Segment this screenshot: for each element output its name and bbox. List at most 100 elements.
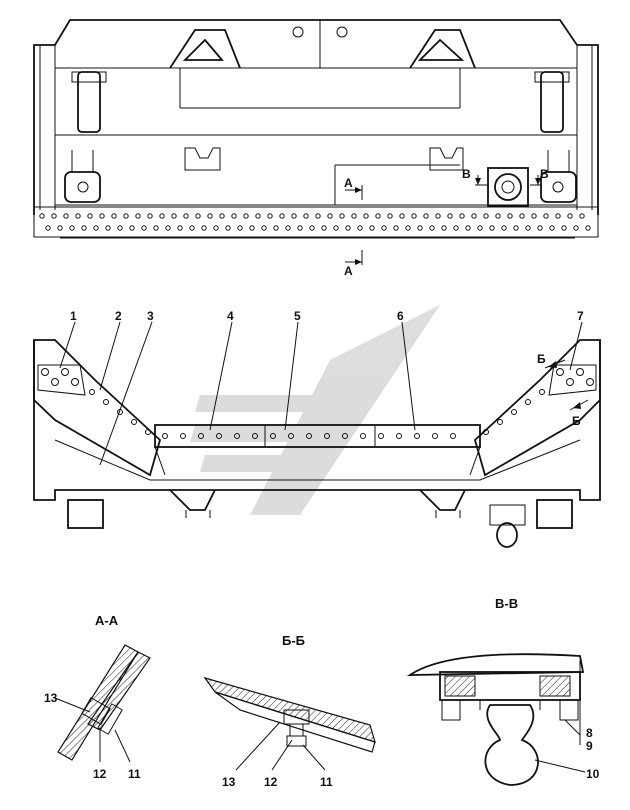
- bolt-hole: [381, 225, 387, 231]
- bolt-hole: [327, 213, 333, 219]
- top-view: А А В В: [33, 19, 599, 278]
- bolt-hole: [573, 225, 579, 231]
- bolt-hole: [63, 213, 69, 219]
- bolt-hole: [549, 225, 555, 231]
- bolt-hole: [411, 213, 417, 219]
- bolt-hole: [459, 213, 465, 219]
- part-label-6: 6: [397, 309, 404, 323]
- bolt-hole: [477, 225, 483, 231]
- section-b-label-upper: Б: [537, 352, 546, 366]
- bolt-hole: [279, 213, 285, 219]
- part-label-1: 1: [70, 309, 77, 323]
- bolt-hole: [159, 213, 165, 219]
- bolt-hole: [360, 433, 366, 439]
- part-label-4: 4: [227, 309, 234, 323]
- bolt-hole: [103, 399, 109, 405]
- bolt-hole: [489, 225, 495, 231]
- bolt-hole: [324, 433, 330, 439]
- section-aa: А-А 13 12 11: [44, 613, 151, 781]
- bolt-hole: [537, 225, 543, 231]
- part-label-2: 2: [115, 309, 122, 323]
- bolt-hole: [111, 213, 117, 219]
- bolt-hole: [57, 225, 63, 231]
- bolt-hole: [511, 409, 517, 415]
- bolt-hole: [447, 213, 453, 219]
- bolt-hole: [393, 225, 399, 231]
- bolt-hole: [135, 213, 141, 219]
- bolt-hole: [87, 213, 93, 219]
- bolt-hole: [234, 433, 240, 439]
- bolt-hole: [297, 225, 303, 231]
- bolt-hole: [61, 368, 69, 376]
- bolt-hole: [201, 225, 207, 231]
- bolt-hole: [39, 213, 45, 219]
- bolt-hole: [141, 225, 147, 231]
- bolt-hole: [129, 225, 135, 231]
- bolt-hole: [556, 368, 564, 376]
- section-bb: Б-Б 13 12 11: [203, 633, 376, 789]
- bolt-hole: [306, 433, 312, 439]
- bolt-hole: [432, 433, 438, 439]
- bolt-hole: [252, 433, 258, 439]
- bolt-hole: [41, 368, 49, 376]
- bolt-hole: [414, 433, 420, 439]
- bolt-hole: [243, 213, 249, 219]
- bolt-hole: [249, 225, 255, 231]
- section-vv-label-9: 9: [586, 739, 593, 753]
- bolt-hole: [81, 225, 87, 231]
- bolt-hole: [525, 225, 531, 231]
- bolt-hole: [342, 433, 348, 439]
- bolt-hole: [417, 225, 423, 231]
- section-vv-label-10: 10: [586, 767, 600, 781]
- bolt-hole: [261, 225, 267, 231]
- bolt-hole: [267, 213, 273, 219]
- bolt-hole: [378, 433, 384, 439]
- bolt-hole: [219, 213, 225, 219]
- front-view: 1 2 3 4 5 6 7 Б Б: [33, 309, 601, 548]
- bolt-hole: [213, 225, 219, 231]
- front-bolts: [41, 368, 594, 439]
- watermark-logo: [190, 305, 440, 515]
- bolt-hole: [237, 225, 243, 231]
- section-b-label-lower: Б: [572, 414, 581, 428]
- bolt-hole: [198, 433, 204, 439]
- bolt-hole: [303, 213, 309, 219]
- bolt-hole: [357, 225, 363, 231]
- part-label-3: 3: [147, 309, 154, 323]
- bolt-hole: [539, 389, 545, 395]
- bolt-hole: [51, 378, 59, 386]
- bolt-hole: [255, 213, 261, 219]
- bolt-hole: [345, 225, 351, 231]
- bolt-hole: [285, 225, 291, 231]
- bolt-hole: [207, 213, 213, 219]
- bolt-hole: [465, 225, 471, 231]
- section-aa-label-11: 11: [128, 767, 141, 781]
- bolt-hole: [291, 213, 297, 219]
- bolt-hole: [288, 433, 294, 439]
- bolt-hole: [519, 213, 525, 219]
- bolt-hole: [162, 433, 168, 439]
- section-bb-label-13: 13: [222, 775, 236, 789]
- bolt-hole: [145, 429, 151, 435]
- bolt-hole: [189, 225, 195, 231]
- bolt-hole: [333, 225, 339, 231]
- section-bb-title: Б-Б: [282, 633, 305, 648]
- bolt-hole: [369, 225, 375, 231]
- bolt-hole: [531, 213, 537, 219]
- section-v-label-right: В: [540, 167, 549, 181]
- bolt-hole: [566, 378, 574, 386]
- edge-bolts: [39, 213, 591, 231]
- bolt-hole: [309, 225, 315, 231]
- bolt-hole: [507, 213, 513, 219]
- section-a-label-top: А: [344, 176, 353, 190]
- section-vv-label-8: 8: [586, 726, 593, 740]
- bolt-hole: [75, 213, 81, 219]
- bolt-hole: [123, 213, 129, 219]
- section-aa-title: А-А: [95, 613, 119, 628]
- part-label-5: 5: [294, 309, 301, 323]
- section-vv: В-В 8 9 10: [406, 596, 600, 786]
- bolt-hole: [93, 225, 99, 231]
- bolt-hole: [387, 213, 393, 219]
- bolt-hole: [351, 213, 357, 219]
- bolt-hole: [423, 213, 429, 219]
